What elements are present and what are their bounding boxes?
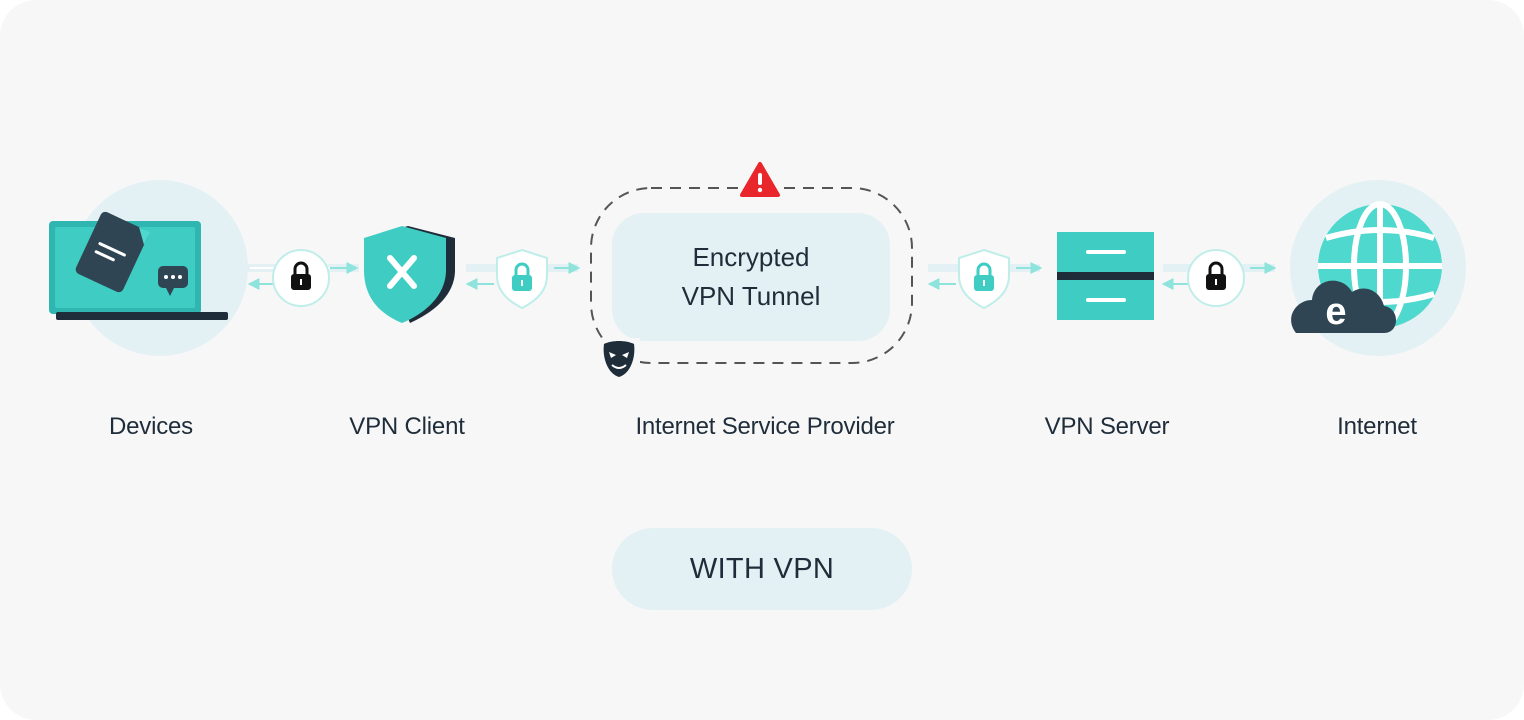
isp-label: Internet Service Provider (635, 413, 895, 440)
hacker-mask-icon (598, 338, 640, 380)
shield-icon (364, 226, 455, 323)
dark-lock-icon (1206, 261, 1226, 290)
tunnel-line-1: Encrypted (692, 242, 810, 272)
internet-label: Internet (1337, 413, 1417, 440)
connector-client-isp (465, 248, 581, 310)
vpn-server-label: VPN Server (1044, 413, 1170, 440)
vpn-client-label: VPN Client (349, 413, 465, 440)
connector-isp-server (927, 248, 1043, 310)
dark-lock-icon (291, 261, 311, 290)
server-icon (1057, 232, 1154, 320)
teal-shield-lock-icon (496, 248, 548, 310)
teal-shield-lock-icon (958, 248, 1010, 310)
laptop-icon (49, 180, 248, 356)
mode-badge: WITH VPN (612, 528, 912, 610)
devices-label: Devices (109, 413, 193, 440)
svg-text:e: e (1325, 291, 1346, 333)
globe-icon: e (1290, 180, 1466, 356)
connector-devices-client (247, 249, 359, 307)
tunnel-text: Encrypted VPN Tunnel (612, 213, 890, 341)
warning-icon (738, 162, 782, 200)
tunnel-line-2: VPN Tunnel (681, 281, 821, 311)
connector-server-internet (1161, 249, 1277, 307)
